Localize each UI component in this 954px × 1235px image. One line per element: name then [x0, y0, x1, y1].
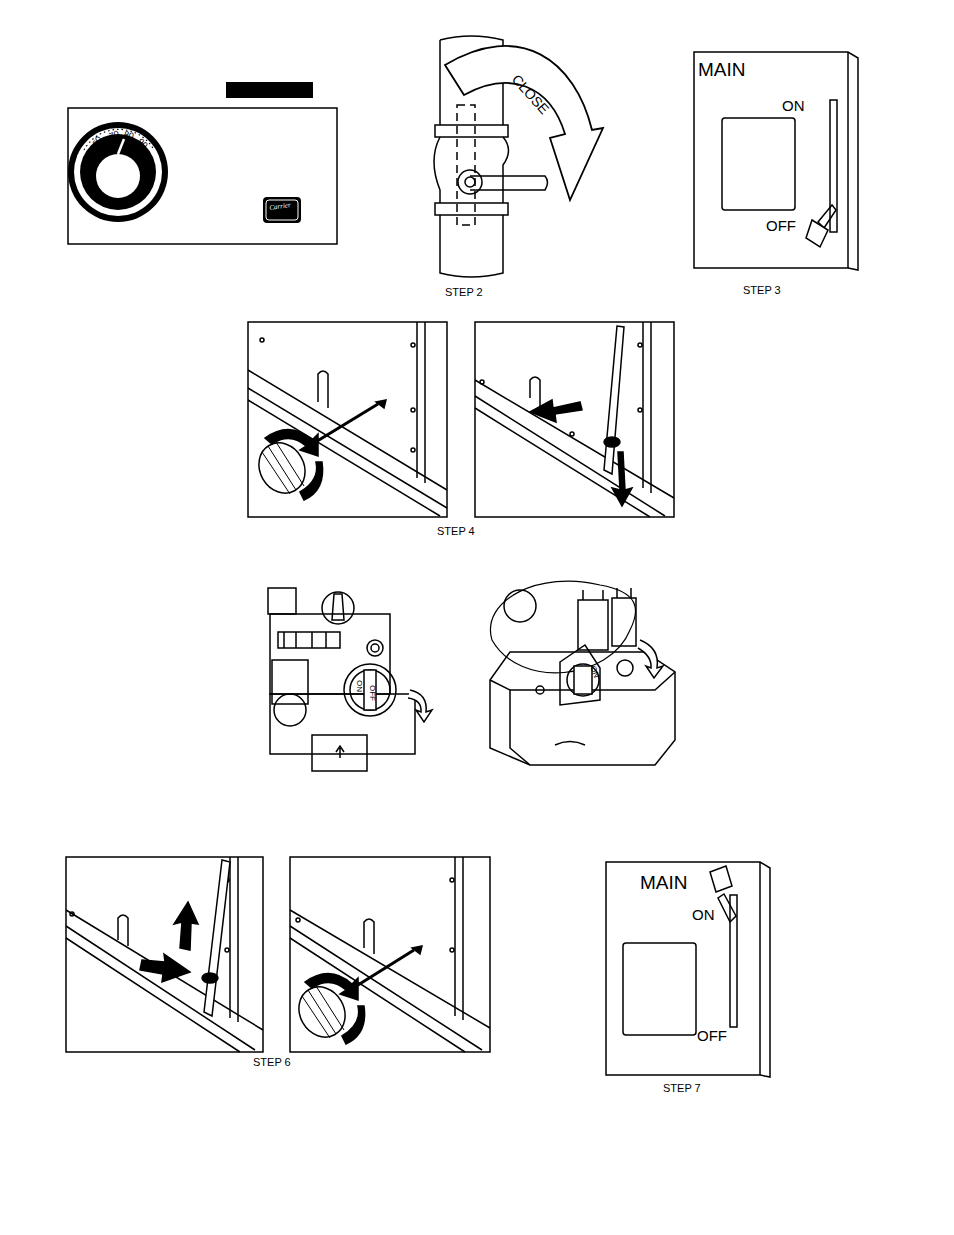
switch-position: OFF: [697, 1028, 727, 1043]
knob-position: OFF: [368, 685, 376, 701]
switch-position: OFF: [766, 218, 796, 233]
step-number: STEP 2: [445, 287, 483, 298]
step-number: STEP 4: [437, 526, 475, 537]
switch-position: ON: [782, 98, 805, 113]
step-number: STEP 6: [253, 1057, 291, 1068]
step-number: STEP 3: [743, 285, 781, 296]
step-number: STEP 7: [663, 1083, 701, 1094]
switch-title: MAIN: [640, 873, 688, 892]
knob-position: ON: [355, 680, 363, 692]
switch-position: ON: [692, 907, 715, 922]
switch-title: MAIN: [698, 60, 746, 79]
